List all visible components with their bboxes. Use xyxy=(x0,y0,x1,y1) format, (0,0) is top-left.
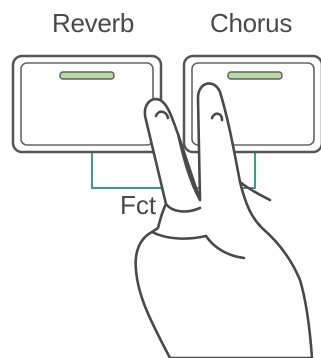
reverb-button[interactable] xyxy=(13,56,161,152)
partial-function-label: Fct xyxy=(120,190,156,221)
reverb-label: Reverb xyxy=(52,8,134,39)
reverb-led xyxy=(60,72,114,79)
chorus-label: Chorus xyxy=(210,8,292,39)
chorus-led xyxy=(228,72,282,79)
